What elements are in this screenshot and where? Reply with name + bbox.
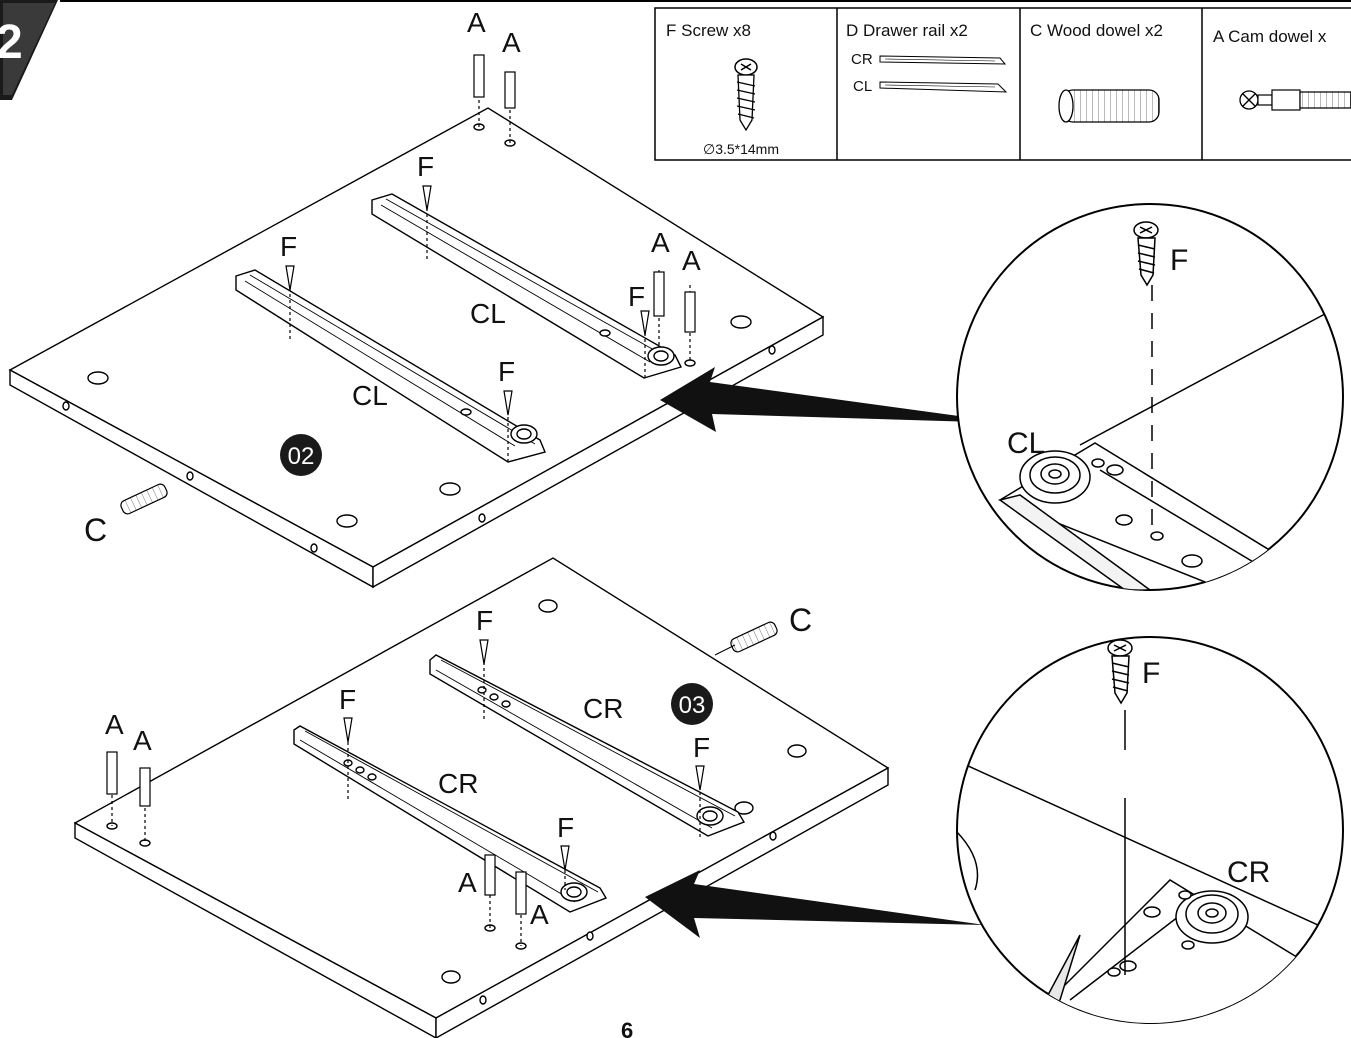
- diagram-label: F: [417, 151, 434, 182]
- diagram-label: 02: [288, 443, 315, 470]
- diagram-label: F: [557, 812, 574, 843]
- diagram-label: F: [628, 281, 645, 312]
- cam-dowel-icon: [684, 291, 696, 333]
- screw-icon: [560, 845, 570, 871]
- diagram-label: A: [651, 227, 670, 258]
- screw-size: ∅3.5*14mm: [703, 141, 779, 157]
- screw-icon: [503, 390, 513, 416]
- step-number: 2: [0, 16, 23, 69]
- cam-dowel-icon: [139, 767, 151, 807]
- screw-icon: [640, 310, 650, 336]
- wood-dowel-icon: [1058, 89, 1160, 123]
- panel-badge-02: 02: [280, 434, 322, 476]
- wood-dowel-icon: [730, 621, 778, 653]
- panel-03: [73, 557, 890, 1038]
- screw-icon: [1133, 221, 1159, 287]
- diagram-label: CL: [1007, 427, 1045, 460]
- diagram-label: A: [105, 709, 124, 740]
- cam-dowel-icon: [106, 751, 118, 795]
- diagram-label: A: [502, 27, 521, 58]
- cam-dowel-icon: [653, 271, 665, 317]
- diagram-label: A: [467, 7, 486, 38]
- cam-dowel-icon: [473, 54, 485, 98]
- diagram-label: CR: [438, 768, 478, 799]
- panel-02-fasteners: [120, 54, 696, 515]
- screw-icon: [695, 765, 705, 791]
- parts-rail-label: D Drawer rail x2: [846, 21, 968, 40]
- screw-icon: [479, 639, 489, 665]
- diagram-label: A: [458, 867, 477, 898]
- detail-circle-cl: F CL: [956, 203, 1344, 591]
- parts-screw-label: F Screw x8: [666, 21, 751, 40]
- diagram-label: F: [280, 231, 297, 262]
- wood-dowel-icon: [120, 483, 168, 515]
- diagram-label: C: [789, 602, 812, 638]
- screw-icon: [1107, 639, 1133, 705]
- page-number: 6: [621, 1018, 633, 1038]
- panel-03-fasteners: [106, 621, 778, 946]
- diagram-label: F: [1142, 657, 1160, 690]
- screw-icon: [422, 185, 432, 211]
- screw-icon: [734, 58, 758, 132]
- diagram-label: F: [693, 732, 710, 763]
- diagram-label: A: [530, 899, 549, 930]
- panel-02-labels: A A F F A A F F CL CL C 02: [84, 7, 701, 548]
- parts-table: F Screw x8 ∅3.5*14mm D Drawer rail x2 CR…: [654, 7, 1351, 161]
- diagram-label: F: [1170, 244, 1188, 277]
- diagram-label: A: [133, 725, 152, 756]
- cam-dowel-icon: [484, 854, 496, 896]
- step-badge: 2: [0, 0, 58, 100]
- diagram-label: CL: [470, 298, 506, 329]
- diagram-label: C: [84, 512, 107, 548]
- screw-icon: [343, 717, 353, 743]
- parts-dowel-label: C Wood dowel x2: [1030, 21, 1163, 40]
- cam-dowel-icon: [504, 71, 516, 109]
- panel-badge-03: 03: [671, 683, 713, 725]
- diagram-label: 03: [679, 692, 706, 719]
- diagram-label: F: [498, 356, 515, 387]
- diagram-label: CR: [583, 693, 623, 724]
- screw-icon: [285, 265, 295, 291]
- parts-cam-label: A Cam dowel x: [1213, 27, 1327, 46]
- parts-rail-cr: CR: [851, 51, 873, 68]
- cam-dowel-icon: [1239, 89, 1351, 111]
- parts-rail-cl: CL: [853, 78, 872, 95]
- diagram-label: F: [476, 605, 493, 636]
- panel-03-labels: F C F CR A A F CR F A A 03: [105, 602, 812, 930]
- cam-dowel-icon: [515, 871, 527, 915]
- diagram-label: F: [339, 684, 356, 715]
- pointer-arrow: [660, 367, 1010, 432]
- diagram-label: A: [682, 245, 701, 276]
- detail-circle-cr: F CR: [956, 636, 1344, 1024]
- pointer-arrow: [645, 870, 985, 938]
- rail-icon: [879, 55, 1008, 93]
- diagram-label: CL: [352, 380, 388, 411]
- diagram-label: CR: [1227, 856, 1270, 889]
